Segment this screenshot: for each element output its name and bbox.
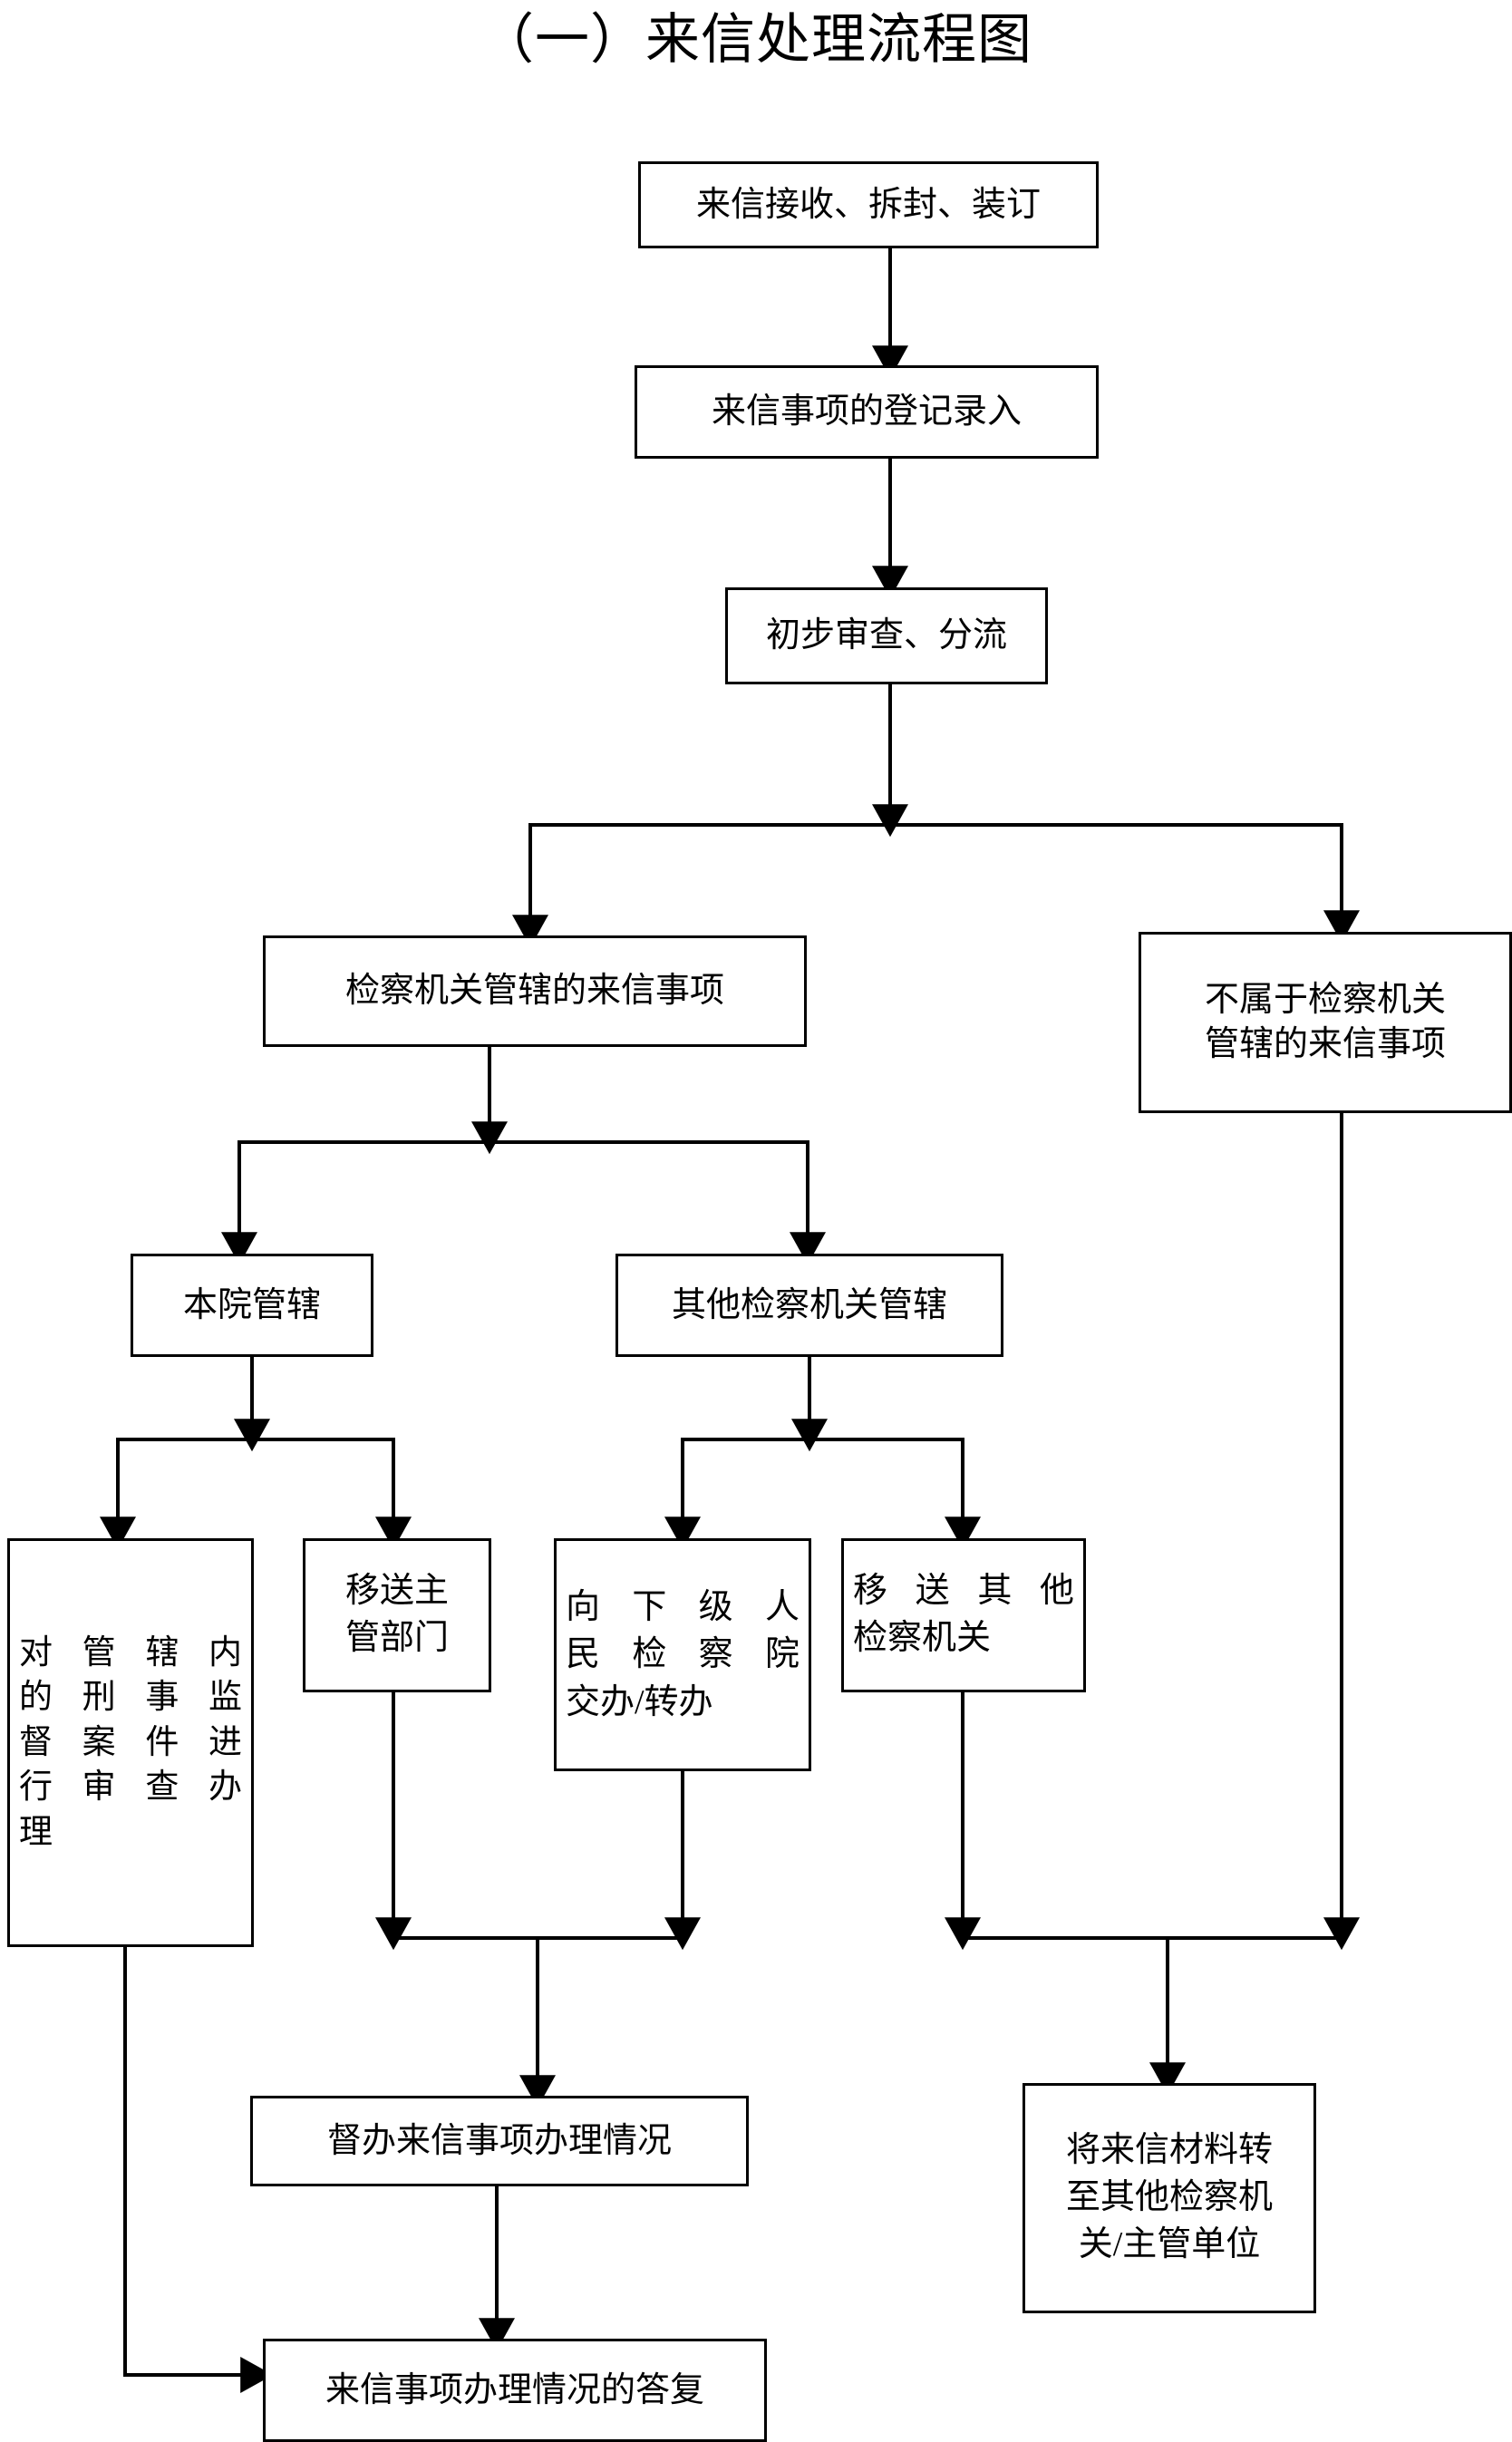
node-line: 本院管辖 (182, 1285, 321, 1324)
node-not-procuratorate-jurisdiction[interactable]: 不属于检察机关 管辖的来信事项 (1139, 932, 1512, 1113)
node-line: 检察机关 (853, 1619, 992, 1657)
node-line: 来信事项办理情况的答复 (325, 2370, 704, 2409)
node-review-supervision-cases[interactable]: 对管辖内 的刑事监 督案件进 行审查办 理 (7, 1538, 254, 1947)
node-forward-materials[interactable]: 将来信材料转 至其他检察机 关/主管单位 (1023, 2083, 1316, 2313)
node-line: 向下级人 (566, 1587, 800, 1626)
node-other-procuratorate-jurisdiction[interactable]: 其他检察机关管辖 (615, 1254, 1003, 1357)
node-line: 移送其他 (853, 1572, 1074, 1611)
node-line: 的刑事监 (19, 1679, 242, 1717)
node-transfer-to-competent-department[interactable]: 移送主 管部门 (303, 1538, 491, 1692)
node-line: 督案件进 (19, 1723, 242, 1761)
node-line: 移送主 (344, 1572, 449, 1611)
node-line: 关/主管单位 (1078, 2224, 1261, 2263)
node-reply-handling-status[interactable]: 来信事项办理情况的答复 (263, 2339, 767, 2442)
node-line: 至其他检察机 (1065, 2178, 1273, 2217)
node-line: 督办来信事项办理情况 (326, 2121, 672, 2160)
node-line: 来信接收、拆封、装订 (695, 185, 1041, 224)
node-line: 不属于检察机关 (1204, 981, 1446, 1020)
node-line: 对管辖内 (19, 1633, 242, 1672)
node-supervise-handling-status[interactable]: 督办来信事项办理情况 (250, 2096, 749, 2186)
node-letter-receive[interactable]: 来信接收、拆封、装订 (638, 161, 1099, 248)
node-line: 检察机关管辖的来信事项 (344, 972, 724, 1011)
node-procuratorate-jurisdiction[interactable]: 检察机关管辖的来信事项 (263, 935, 807, 1047)
node-line: 民检察院 (566, 1635, 800, 1674)
node-line: 其他检察机关管辖 (671, 1285, 947, 1324)
node-letter-registration[interactable]: 来信事项的登记录入 (635, 365, 1099, 459)
node-line: 理 (19, 1813, 53, 1851)
node-transfer-to-other-procuratorate[interactable]: 移送其他 检察机关 (841, 1538, 1086, 1692)
node-line: 将来信材料转 (1065, 2131, 1273, 2170)
node-line: 管部门 (344, 1619, 449, 1657)
node-line: 初步审查、分流 (765, 616, 1007, 655)
node-assign-to-lower-procuratorate[interactable]: 向下级人 民检察院 交办/转办 (554, 1538, 811, 1771)
page-title: （一）来信处理流程图 (480, 10, 1032, 70)
edge-review-cases-to-reply (123, 1947, 274, 2393)
node-line: 行审查办 (19, 1769, 242, 1807)
node-line: 来信事项的登记录入 (711, 392, 1022, 431)
node-line: 管辖的来信事项 (1204, 1025, 1446, 1063)
node-own-court-jurisdiction[interactable]: 本院管辖 (131, 1254, 373, 1357)
node-preliminary-review[interactable]: 初步审查、分流 (725, 587, 1048, 684)
node-line: 交办/转办 (566, 1682, 713, 1721)
